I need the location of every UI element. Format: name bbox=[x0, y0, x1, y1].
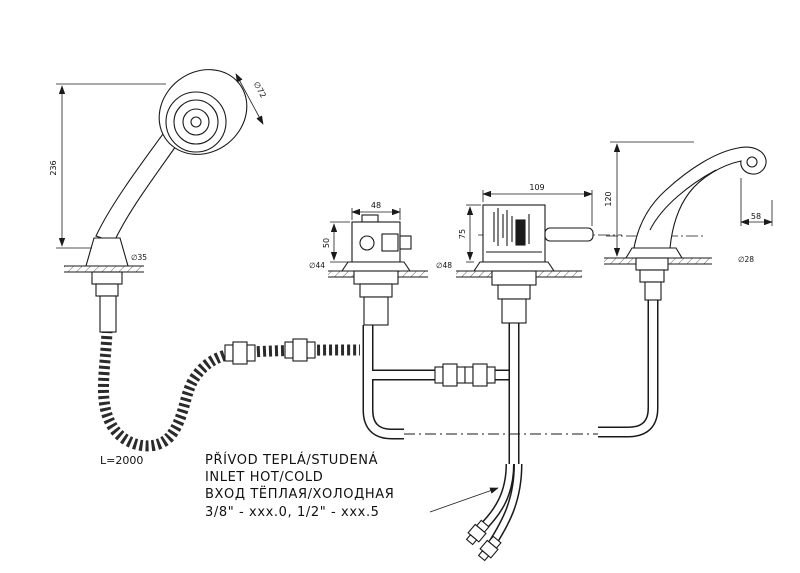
hose-length-label: L=2000 bbox=[100, 454, 143, 467]
dimensions: 236 ∅72 ∅35 L=2000 48 50 ∅44 109 75 ∅48 bbox=[49, 73, 773, 467]
note-line-english: INLET HOT/COLD bbox=[205, 470, 323, 485]
dim-shower-height: 236 bbox=[49, 160, 58, 175]
union-nut-branch-1 bbox=[434, 363, 466, 387]
dim-spout-base-diameter: ∅28 bbox=[738, 255, 754, 264]
hose-fitting-1 bbox=[465, 519, 490, 546]
dim-shower-head-diameter: ∅72 bbox=[252, 80, 268, 99]
dim-spout-reach: 58 bbox=[751, 212, 761, 221]
mixer-valve bbox=[472, 204, 622, 324]
shower-hose bbox=[97, 329, 361, 452]
mixer-lever-handle bbox=[544, 227, 594, 242]
hand-shower bbox=[85, 69, 248, 333]
dim-shower-base-diameter: ∅35 bbox=[131, 253, 147, 262]
dim-spout-height: 120 bbox=[604, 191, 613, 206]
hose-fitting-2 bbox=[477, 535, 502, 562]
dim-diverter-base-diameter: ∅44 bbox=[309, 261, 325, 270]
diverter-valve bbox=[340, 214, 412, 326]
union-nut-hose-2 bbox=[284, 338, 316, 362]
spout-body bbox=[633, 146, 767, 249]
union-nut-hose-1 bbox=[224, 341, 256, 365]
bath-spout bbox=[606, 146, 767, 301]
mixer-cartridge-detail bbox=[486, 208, 542, 253]
note-line-sizes: 3/8" - xxx.0, 1/2" - xxx.5 bbox=[205, 505, 380, 520]
note-leader-arrow bbox=[429, 487, 499, 513]
dim-mixer-width: 109 bbox=[529, 183, 544, 192]
inlet-note: PŘÍVOD TEPLÁ/STUDENÁ INLET HOT/COLD ВХОД… bbox=[205, 452, 499, 520]
dim-mixer-height: 75 bbox=[458, 229, 467, 239]
dim-mixer-base-diameter: ∅48 bbox=[436, 261, 452, 270]
note-line-czech: PŘÍVOD TEPLÁ/STUDENÁ bbox=[205, 452, 378, 468]
shower-base-cone bbox=[85, 237, 129, 267]
dim-diverter-height: 50 bbox=[322, 238, 331, 248]
spout-tip bbox=[746, 156, 758, 168]
dim-diverter-width: 48 bbox=[371, 201, 381, 210]
union-nut-branch-2 bbox=[464, 363, 496, 387]
diverter-knob bbox=[399, 235, 412, 250]
under-deck-pipes bbox=[362, 298, 659, 562]
mixer-body bbox=[482, 204, 546, 263]
diverter-body bbox=[351, 221, 401, 263]
note-line-russian: ВХОД ТЁПЛАЯ/ХОЛОДНАЯ bbox=[205, 486, 394, 502]
shower-handle bbox=[95, 133, 177, 243]
